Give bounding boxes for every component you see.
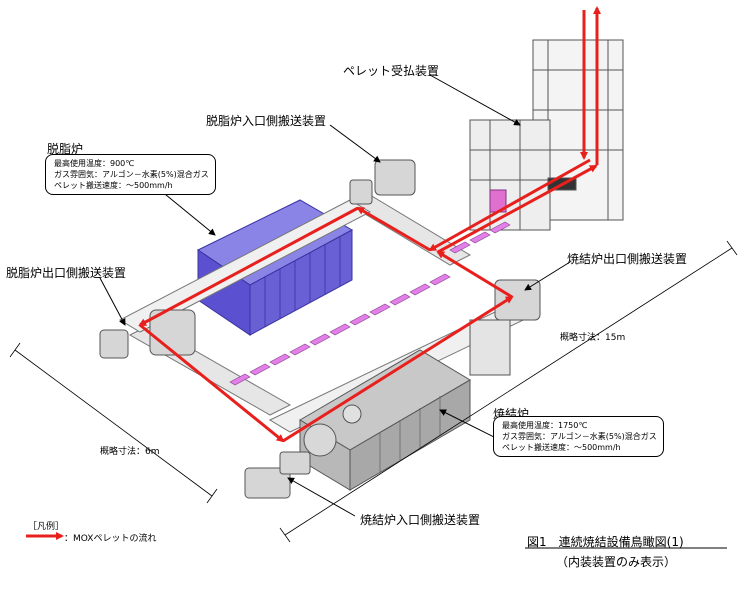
mox-flow-arrows (138, 6, 601, 443)
legend-item: ：MOXペレットの流れ (64, 534, 157, 544)
debind-spec-line: ガス雰囲気：アルゴン－水素(5%)混合ガス (54, 170, 209, 179)
figure-caption: 図1 連続焼結設備鳥瞰図(1) (527, 535, 684, 549)
sinter-spec-line: ペレット搬送速度：～500mm/h (502, 443, 621, 452)
figure-subcaption: （内装装置のみ表示） (556, 555, 677, 569)
debind-furnace-spec-box: 最高使用温度：900℃ ガス雰囲気：アルゴン－水素(5%)混合ガス ペレット搬送… (45, 154, 216, 195)
dimension-lines (9, 240, 738, 543)
debind-spec-line: ペレット搬送速度：～500mm/h (54, 181, 173, 190)
dimension-long: 概略寸法：15m (560, 333, 626, 343)
sinter-spec-line: ガス雰囲気：アルゴン－水素(5%)混合ガス (502, 432, 657, 441)
debind-furnace-title: 脱脂炉 (47, 142, 84, 156)
pellet-boats (229, 221, 511, 386)
sinter-furnace-spec-box: 最高使用温度：1750℃ ガス雰囲気：アルゴン－水素(5%)混合ガス ペレット搬… (493, 416, 664, 457)
debind-spec-line: 最高使用温度：900℃ (54, 159, 135, 168)
sintering-furnace-body (299, 349, 471, 491)
label-debind-outlet-conveyor: 脱脂炉出口側搬送装置 (6, 266, 127, 280)
pellet-transfer-tower (469, 39, 624, 231)
label-debind-inlet-conveyor: 脱脂炉入口側搬送装置 (206, 114, 327, 128)
label-pellet-transfer: ペレット受払装置 (343, 64, 440, 78)
legend-title: ［凡例］ (28, 522, 65, 532)
label-sinter-inlet-conveyor: 焼結炉入口側搬送装置 (360, 513, 481, 527)
sinter-spec-line: 最高使用温度：1750℃ (502, 421, 588, 430)
label-sinter-outlet-conveyor: 焼結炉出口側搬送装置 (567, 252, 688, 266)
dimension-short: 概略寸法：6m (100, 447, 160, 457)
